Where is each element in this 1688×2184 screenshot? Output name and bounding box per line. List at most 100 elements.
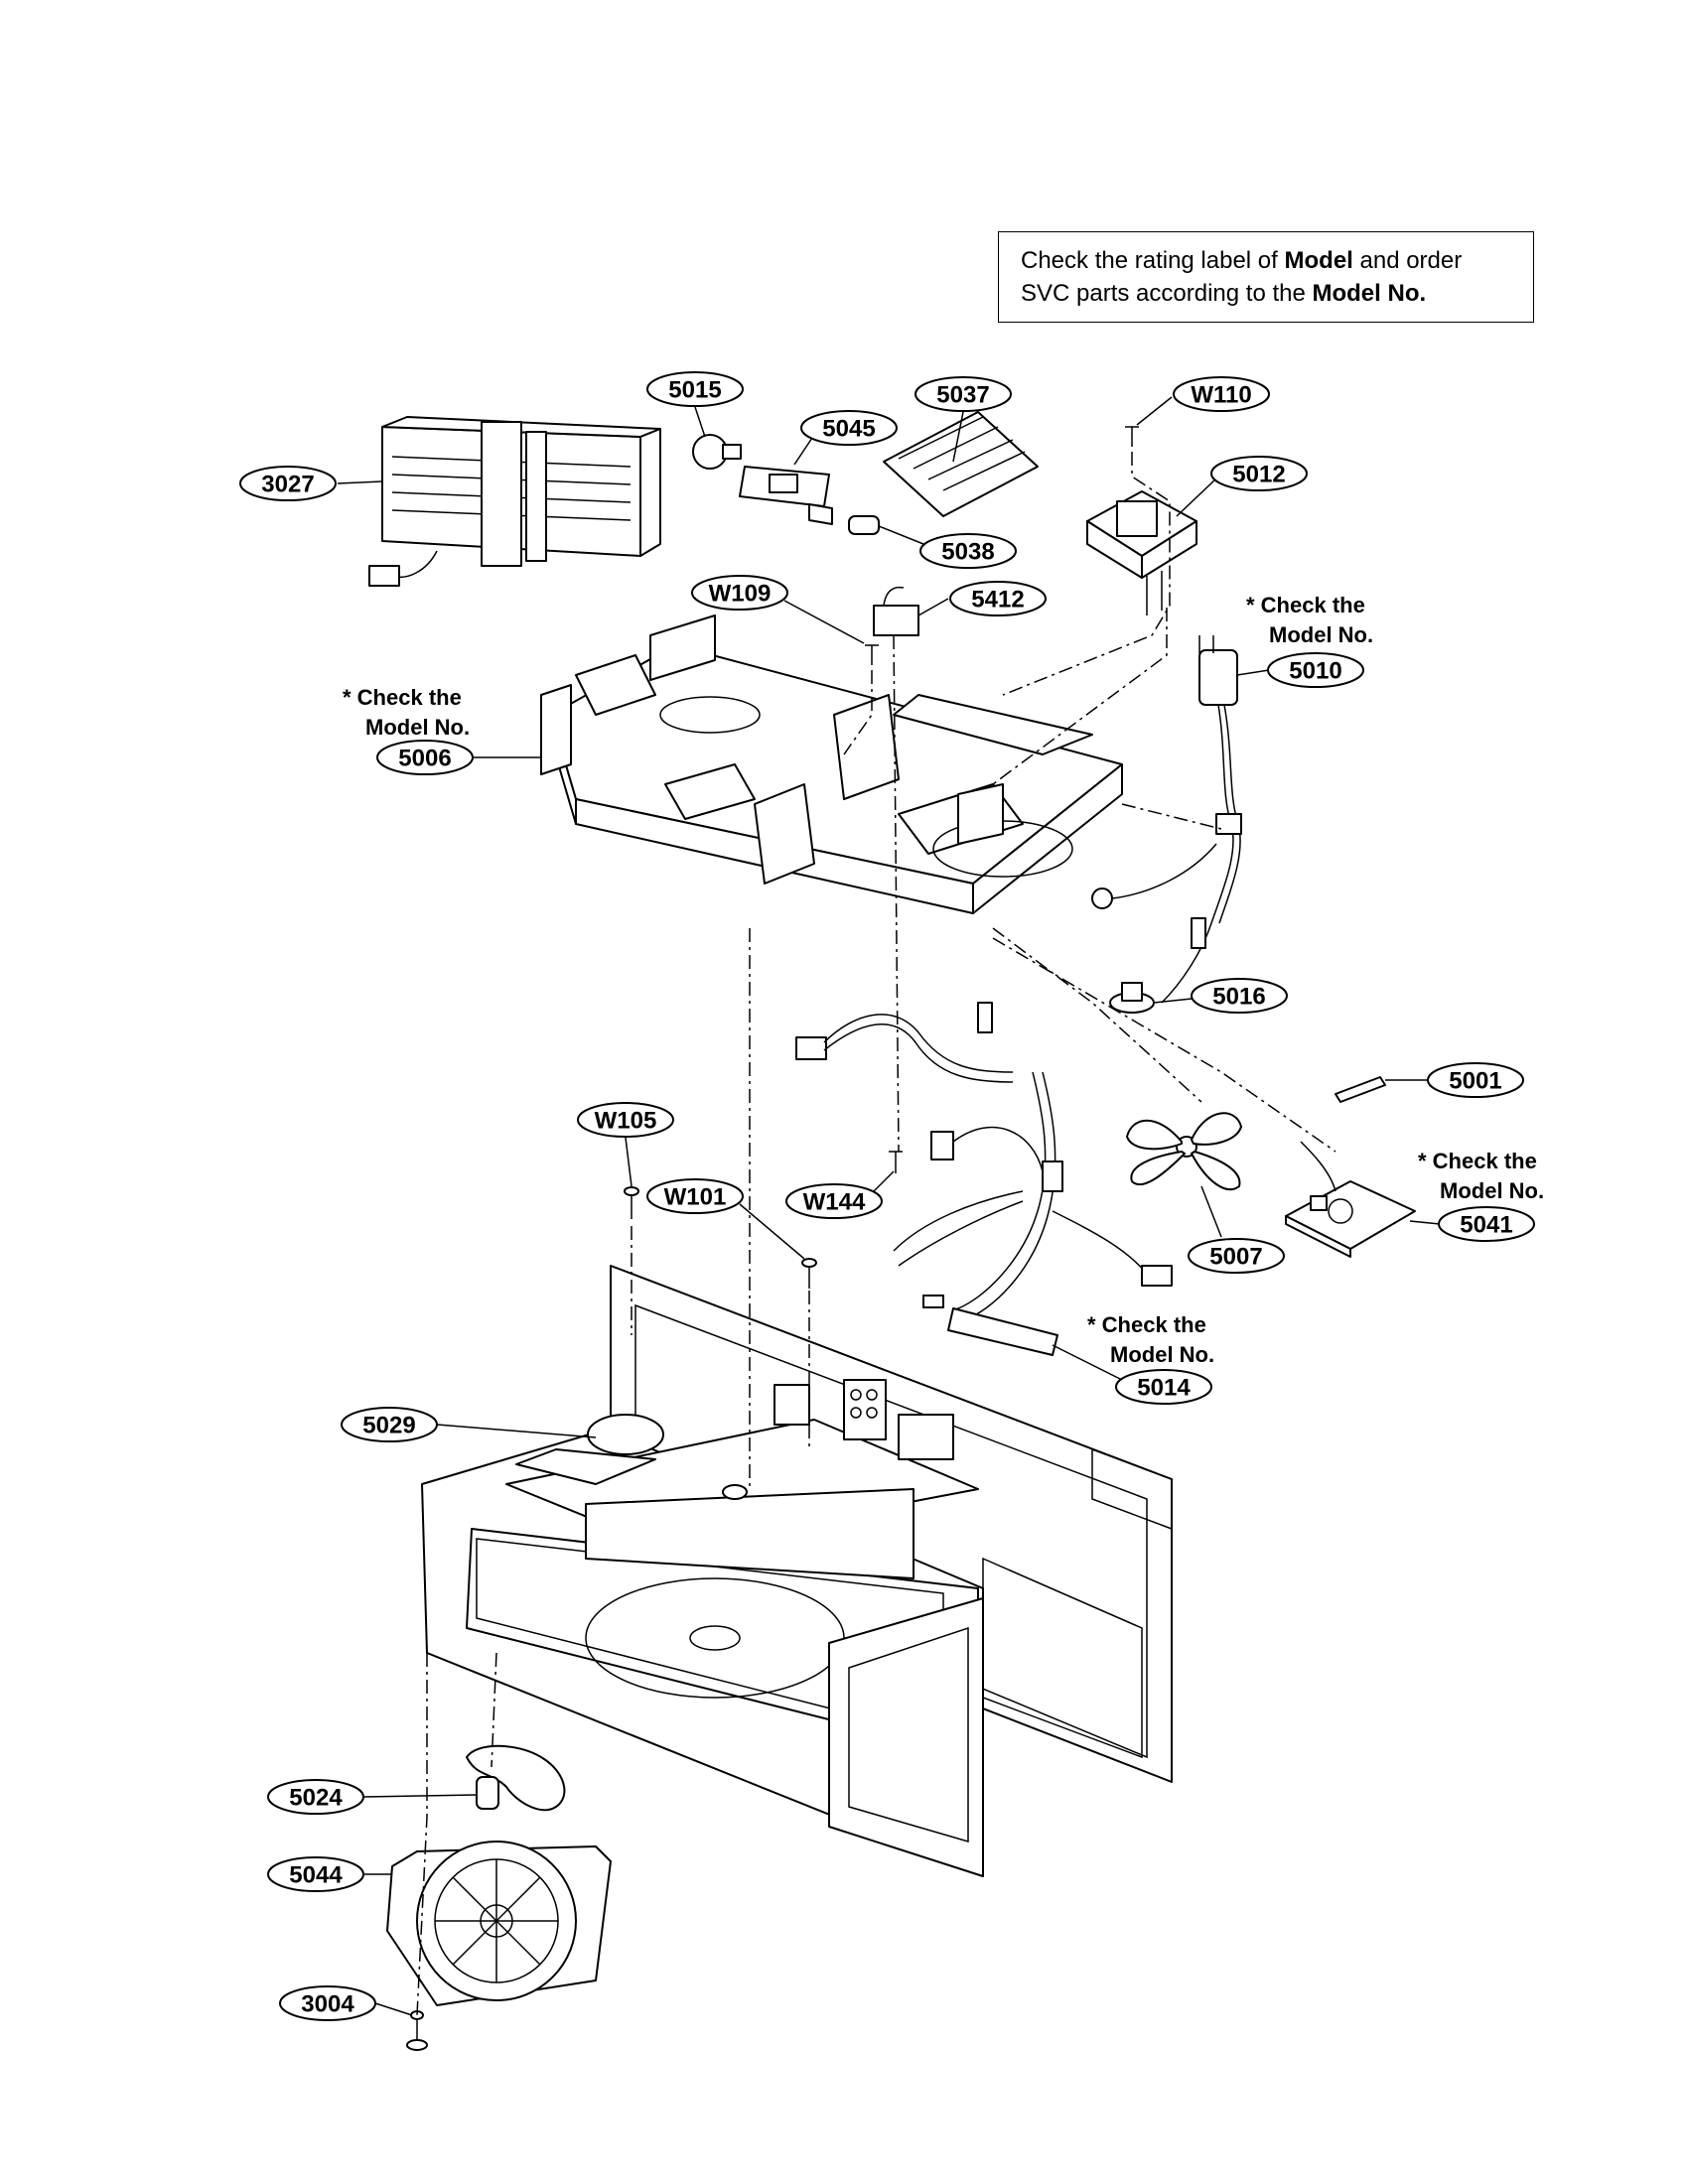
part-oven-cavity [421, 1265, 1173, 1877]
note-5014-line2: Model No. [1110, 1342, 1214, 1367]
note-5006-line1: * Check the [343, 685, 462, 710]
callout-pill-5045 [800, 410, 898, 446]
callout-pill-5038 [919, 533, 1017, 569]
part-3004-roller [406, 2010, 428, 2051]
callout-5007: 5007 [1188, 1238, 1285, 1274]
callout-5041: 5041 [1438, 1206, 1535, 1242]
part-5044-base-plate [386, 1841, 612, 2006]
callout-text-5412: 5412 [971, 587, 1024, 614]
part-5006-air-guide [540, 614, 1123, 914]
part-3027-blower-fan [368, 416, 661, 587]
notice-line-1: Check the rating label of Model and orde… [1021, 247, 1463, 274]
part-5045-lamp-socket [739, 466, 833, 525]
callout-5012: 5012 [1210, 456, 1308, 491]
note-5014-line1: * Check the [1087, 1312, 1206, 1337]
note-5041: * Check the Model No. [1418, 1149, 1544, 1203]
callout-w110: W110 [1173, 376, 1270, 412]
callout-5045: 5045 [800, 410, 898, 446]
callout-text-3027: 3027 [261, 472, 314, 498]
callout-pill-5412 [949, 581, 1047, 616]
callout-text-5012: 5012 [1232, 462, 1285, 488]
callout-text-5041: 5041 [1460, 1212, 1512, 1239]
callout-text-5029: 5029 [362, 1413, 415, 1439]
notice-line-2: SVC parts according to the Model No. [1021, 280, 1427, 307]
note-5010: * Check the Model No. [1246, 593, 1373, 647]
callout-text-5015: 5015 [668, 377, 721, 404]
note-5041-line1: * Check the [1418, 1149, 1537, 1173]
callout-pill-5029 [341, 1407, 438, 1442]
part-w101-screw [801, 1258, 817, 1289]
callout-text-5016: 5016 [1212, 984, 1265, 1011]
part-5041-pcb [1285, 1141, 1416, 1258]
callout-pill-5010 [1267, 652, 1364, 688]
part-w110-screw [1125, 426, 1139, 447]
callout-5044: 5044 [267, 1856, 364, 1892]
part-5014-wire-harness [795, 1002, 1173, 1356]
callout-5014: 5014 [1115, 1369, 1212, 1405]
note-5014: * Check the Model No. [1087, 1312, 1214, 1367]
callout-5037: 5037 [914, 376, 1012, 412]
callout-text-3004: 3004 [301, 1991, 354, 2018]
part-5016-thermostat [1109, 982, 1202, 1014]
part-w144-screw [889, 1151, 903, 1173]
callout-text-w144: W144 [803, 1189, 866, 1216]
assembly-lines [416, 452, 1336, 2016]
callout-pill-5014 [1115, 1369, 1212, 1405]
callout-pill-5006 [376, 740, 474, 775]
callout-text-5014: 5014 [1137, 1375, 1191, 1402]
callout-pill-3027 [239, 466, 337, 501]
callout-pill-w101 [646, 1178, 744, 1214]
part-5001-fuse [1335, 1076, 1430, 1103]
callout-text-5010: 5010 [1289, 658, 1341, 685]
callout-pill-w110 [1173, 376, 1270, 412]
model-notice-box: Check the rating label of Model and orde… [998, 231, 1534, 323]
part-5012-motor [1086, 490, 1197, 615]
part-5010-power-cord [1091, 635, 1242, 1004]
callout-text-w109: W109 [709, 581, 772, 608]
part-5037-filter [883, 411, 1039, 517]
callout-w101: W101 [646, 1178, 744, 1214]
callout-3027: 3027 [239, 466, 337, 501]
callout-5006: 5006 [376, 740, 474, 775]
callout-pill-5012 [1210, 456, 1308, 491]
callout-w109: W109 [691, 575, 788, 611]
callout-5015: 5015 [646, 371, 744, 407]
part-5007-fan-blade [1126, 1112, 1242, 1191]
part-5038-socket [848, 515, 924, 545]
callout-pill-w105 [577, 1102, 674, 1138]
note-5010-line1: * Check the [1246, 593, 1365, 617]
callout-text-5024: 5024 [289, 1785, 343, 1812]
callout-text-5045: 5045 [822, 416, 875, 443]
callout-text-5001: 5001 [1449, 1068, 1501, 1095]
part-5024-coupler [466, 1744, 566, 1812]
note-5041-line2: Model No. [1440, 1178, 1544, 1203]
part-w105-screw [624, 1186, 639, 1219]
callout-w144: W144 [785, 1183, 883, 1219]
callout-text-5038: 5038 [941, 539, 994, 566]
callout-5010: 5010 [1267, 652, 1364, 688]
callout-w105: W105 [577, 1102, 674, 1138]
callout-pill-w109 [691, 575, 788, 611]
callout-text-5037: 5037 [936, 382, 989, 409]
callout-text-w105: W105 [595, 1108, 657, 1135]
callout-pill-5016 [1191, 978, 1288, 1014]
callout-pill-5041 [1438, 1206, 1535, 1242]
note-5006-line2: Model No. [365, 715, 470, 740]
callout-text-5006: 5006 [398, 746, 451, 772]
callout-5016: 5016 [1191, 978, 1288, 1014]
callout-5412: 5412 [949, 581, 1047, 616]
callout-5038: 5038 [919, 533, 1017, 569]
note-5010-line2: Model No. [1269, 622, 1373, 647]
callout-pill-5015 [646, 371, 744, 407]
callout-pill-5024 [267, 1779, 364, 1815]
callout-pill-5007 [1188, 1238, 1285, 1274]
callout-text-5007: 5007 [1209, 1244, 1262, 1271]
note-5006: * Check the Model No. [343, 685, 470, 740]
callout-pill-5044 [267, 1856, 364, 1892]
part-5015-lamp [692, 434, 742, 470]
callout-text-w101: W101 [664, 1184, 727, 1211]
leader-lines [337, 396, 1441, 2016]
